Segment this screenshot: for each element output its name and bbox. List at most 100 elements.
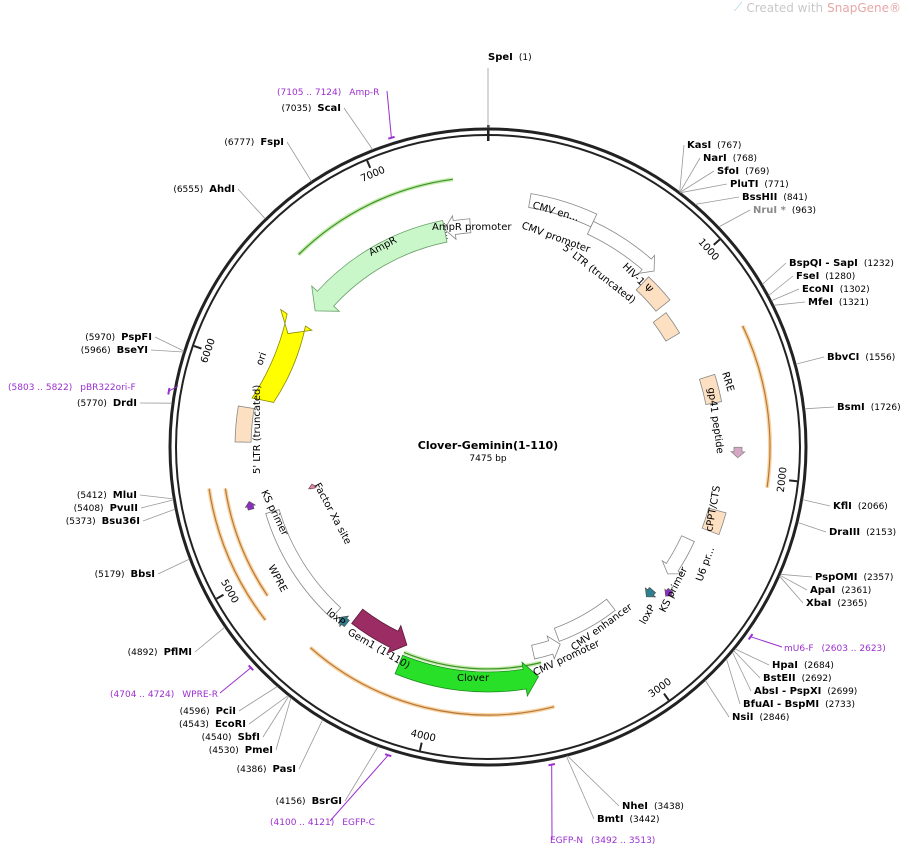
restriction-site-label[interactable]: BsmI(1726) [837, 402, 901, 413]
site-leader-line [140, 499, 174, 509]
restriction-site-label[interactable]: NarI(768) [703, 153, 757, 164]
feature-cmv-enhancer-bottom[interactable] [553, 598, 616, 642]
restriction-site-label[interactable]: NheI(3438) [622, 801, 684, 812]
site-leader-line [679, 170, 715, 193]
orange-feature-arc-left-outer-core [208, 488, 266, 621]
restriction-site-label[interactable]: (5966)BseYI [81, 345, 148, 356]
restriction-site-label[interactable]: EcoNI(1302) [802, 284, 870, 295]
restriction-site-label[interactable]: AbsI - PspXI(2699) [754, 686, 857, 697]
restriction-site-label[interactable]: (5179)BbsI [95, 569, 155, 580]
restriction-site-label[interactable]: FseI(1280) [796, 271, 855, 282]
restriction-site-label[interactable]: SfoI(769) [717, 166, 769, 177]
primer-marker[interactable] [388, 135, 395, 140]
site-position: (1556) [865, 353, 895, 363]
feature-u6-promoter[interactable] [661, 535, 695, 575]
feature-5ltr-top[interactable] [635, 276, 671, 312]
restriction-site-label[interactable]: (4543)EcoRI [179, 719, 246, 730]
feature-rre[interactable] [698, 373, 723, 406]
restriction-site-label[interactable]: (6555)AhdI [173, 184, 235, 195]
primer-label[interactable]: EGFP-N(3492 .. 3513) [550, 836, 655, 846]
restriction-site-label[interactable]: NsiI(2846) [732, 712, 789, 723]
feature-hiv1-psi[interactable] [652, 312, 681, 342]
primer-label[interactable]: (5803 .. 5822)pBR322ori-F [8, 383, 136, 393]
restriction-site-label[interactable]: (4530)PmeI [209, 745, 273, 756]
site-position: (5770) [77, 399, 107, 409]
restriction-site-label[interactable]: HpaI(2684) [772, 660, 834, 671]
feature-gem1[interactable] [351, 608, 408, 654]
site-position: (1726) [871, 403, 901, 413]
restriction-site-label[interactable]: BssHII(841) [742, 192, 808, 203]
feature-loxp-left[interactable] [339, 615, 350, 628]
feature-ampr[interactable] [311, 220, 448, 312]
primer-name: pBR322ori-F [80, 383, 135, 393]
feature-factor-xa-site[interactable] [307, 483, 318, 490]
restriction-site-label[interactable]: (4156)BsrGI [276, 796, 342, 807]
restriction-site-label[interactable]: (5412)MluI [77, 490, 137, 501]
restriction-site-label[interactable]: BbvCI(1556) [827, 352, 895, 363]
site-name: DrdI [113, 398, 137, 409]
restriction-site-label[interactable]: BstEII(2692) [763, 673, 832, 684]
restriction-site-label[interactable]: (5970)PspFI [85, 332, 152, 343]
tick-mark [193, 344, 202, 350]
feature-ampr-promoter[interactable] [443, 214, 472, 241]
restriction-site-label[interactable]: (4892)PflMI [128, 647, 192, 658]
restriction-site-label[interactable]: NruI *(963) [753, 205, 816, 216]
site-name: PciI [216, 706, 236, 717]
site-leader-line [275, 697, 292, 751]
restriction-site-label[interactable]: KflI(2066) [833, 501, 888, 512]
feature-ks-primer-left[interactable] [244, 500, 256, 511]
restriction-site-label[interactable]: PluTI(771) [730, 179, 789, 190]
primer-marker[interactable] [247, 664, 254, 671]
orange-feature-arc-left-inner[interactable] [223, 488, 270, 597]
feature-wpre[interactable] [265, 509, 342, 619]
restriction-site-label[interactable]: (5373)Bsu36I [66, 516, 140, 527]
restriction-site-label[interactable]: (7035)ScaI [281, 103, 341, 114]
restriction-site-label[interactable]: BfuAI - BspMI(2733) [743, 699, 855, 710]
restriction-site-label[interactable]: ApaI(2361) [810, 585, 871, 596]
site-position: (6555) [173, 185, 203, 195]
orange-feature-arc-right-core [742, 325, 771, 488]
restriction-site-label[interactable]: (5770) DrdI [77, 398, 137, 409]
restriction-site-label[interactable]: PspOMI(2357) [815, 572, 893, 583]
tick-label: 5000 [218, 578, 240, 606]
feature-5ltr-left[interactable] [234, 405, 255, 443]
primer-leader-line [329, 754, 389, 822]
site-name: PmeI [245, 745, 273, 756]
orange-feature-arc-right[interactable] [740, 324, 773, 488]
feature-ks-primer-right[interactable] [664, 587, 674, 597]
feature-ori[interactable] [251, 308, 313, 403]
site-leader-line [237, 188, 266, 219]
feature-cppt-cts[interactable] [701, 507, 727, 536]
label-loxp-right: loxP [638, 603, 658, 626]
site-name: NruI * [753, 205, 787, 216]
restriction-site-label[interactable]: MfeI(1321) [808, 297, 869, 308]
restriction-site-label[interactable]: BmtI(3442) [597, 814, 659, 825]
restriction-site-label[interactable]: (4540)SbfI [202, 732, 260, 743]
restriction-site-label[interactable]: (4596)PciI [180, 706, 236, 717]
feature-loxp-right[interactable] [644, 586, 657, 598]
feature-cmv-promoter-bottom[interactable] [531, 635, 561, 660]
restriction-site-label[interactable]: XbaI(2365) [806, 598, 867, 609]
feature-gp41-peptide[interactable] [730, 446, 746, 459]
site-name: KasI [687, 140, 711, 151]
restriction-site-label[interactable]: SpeI(1) [488, 52, 532, 63]
primer-label[interactable]: (7105 .. 7124)Amp-R [277, 88, 379, 98]
restriction-site-label[interactable]: DraIII(2153) [829, 527, 896, 538]
site-name: BsrGI [312, 796, 342, 807]
restriction-site-label[interactable]: (4386)PasI [237, 764, 296, 775]
restriction-site-label[interactable]: (5408)PvuII [74, 503, 138, 514]
feature-cmv-promoter-top[interactable] [586, 220, 655, 274]
site-position: (2684) [804, 661, 834, 671]
restriction-site-label[interactable]: BspQI - SapI(1232) [789, 258, 894, 269]
primer-leader-line [386, 90, 392, 138]
site-leader-line [680, 183, 728, 194]
restriction-site-label[interactable]: KasI(767) [687, 140, 741, 151]
label-ori: ori [254, 351, 269, 367]
primer-label[interactable]: mU6-F(2603 .. 2623) [784, 644, 886, 654]
feature-clover[interactable] [394, 654, 539, 698]
restriction-site-label[interactable]: (6777)FspI [224, 137, 284, 148]
primer-label[interactable]: (4704 .. 4724)WPRE-R [110, 690, 218, 700]
primer-marker[interactable] [548, 763, 556, 767]
snapgene-logo-icon: ⟋ [733, 0, 743, 14]
primer-label[interactable]: (4100 .. 4121)EGFP-C [270, 818, 375, 828]
